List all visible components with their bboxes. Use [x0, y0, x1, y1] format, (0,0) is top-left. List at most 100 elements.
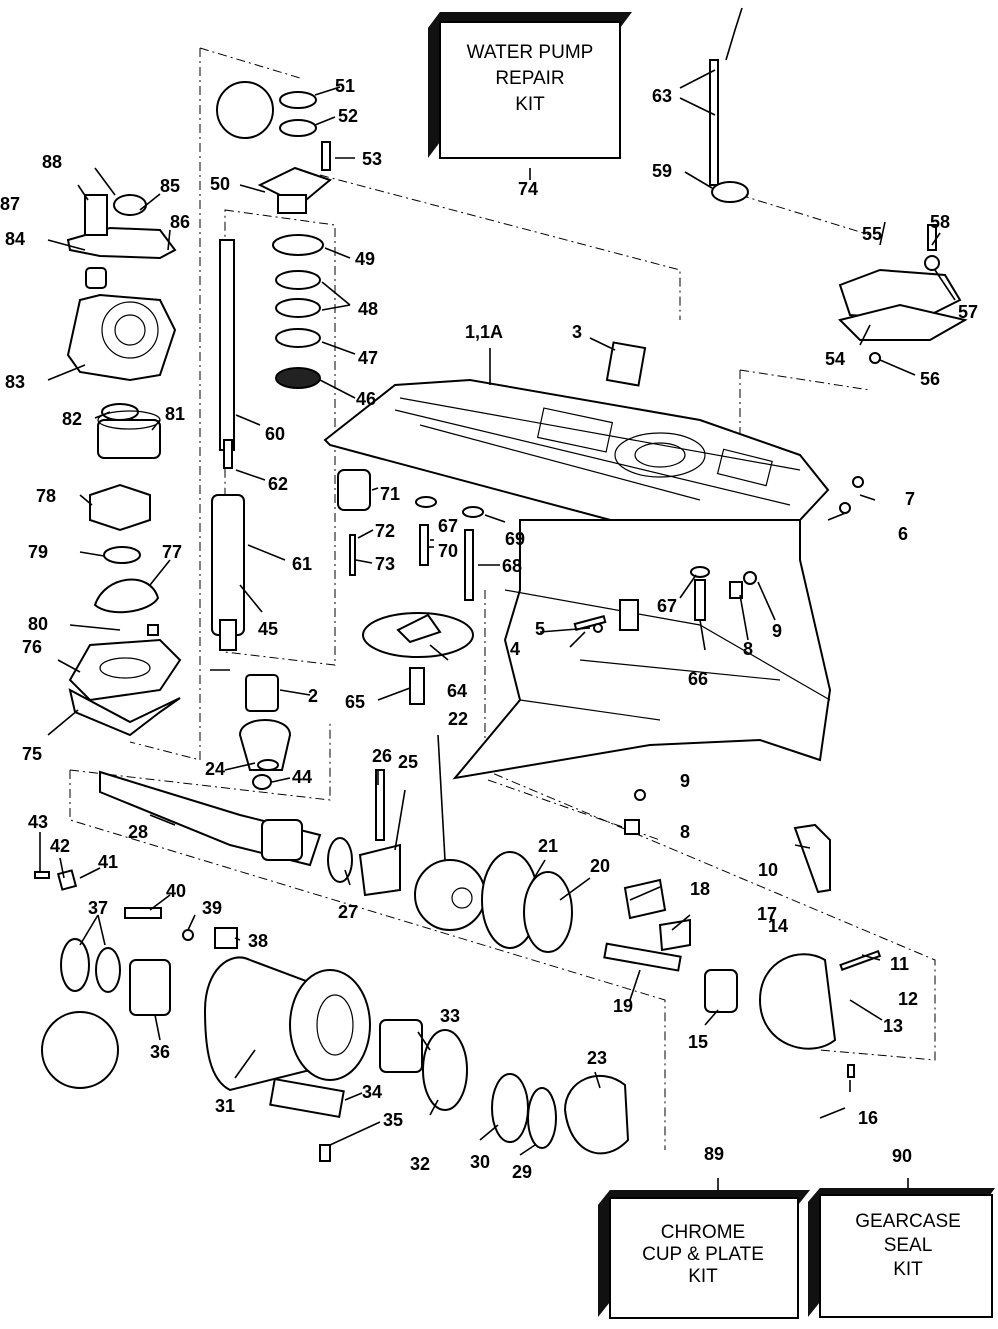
callout-44: 44	[292, 767, 312, 787]
callout-56: 56	[920, 369, 940, 389]
driveshaft-assembly	[211, 81, 333, 790]
callout-42: 42	[50, 836, 70, 856]
callout-20: 20	[590, 856, 610, 876]
callout-87: 87	[0, 194, 20, 214]
callout-36: 36	[150, 1042, 170, 1062]
callout-46: 46	[356, 389, 376, 409]
callout-66: 66	[688, 669, 708, 689]
callout-2: 2	[308, 686, 318, 706]
callout-1-1a: 1,1A	[465, 322, 503, 342]
callout-9-upper: 9	[772, 621, 782, 641]
callout-86: 86	[170, 212, 190, 232]
callout-5: 5	[535, 619, 545, 639]
callout-30: 30	[470, 1152, 490, 1172]
callout-37: 37	[88, 898, 108, 918]
callout-57: 57	[958, 302, 978, 322]
callout-41: 41	[98, 852, 118, 872]
callout-77: 77	[162, 542, 182, 562]
kit-text-line: CUP & PLATE	[642, 1244, 764, 1265]
callout-7: 7	[905, 489, 915, 509]
callout-65: 65	[345, 692, 365, 712]
callout-52: 52	[338, 106, 358, 126]
callout-15: 15	[688, 1032, 708, 1052]
callout-70: 70	[438, 541, 458, 561]
callout-64: 64	[447, 681, 467, 701]
callout-35: 35	[383, 1110, 403, 1130]
callout-88: 88	[42, 152, 62, 172]
callout-81: 81	[165, 404, 185, 424]
callout-3: 3	[572, 322, 582, 342]
callout-68: 68	[502, 556, 522, 576]
callout-63: 63	[652, 86, 672, 106]
kit-text-line: WATER PUMP	[467, 42, 594, 63]
callout-43: 43	[28, 812, 48, 832]
callout-90: 90	[892, 1146, 912, 1166]
callout-21: 21	[538, 836, 558, 856]
callout-34: 34	[362, 1082, 382, 1102]
shift-mechanism	[603, 823, 882, 1078]
callout-79: 79	[28, 542, 48, 562]
callout-67-lower: 67	[657, 596, 677, 616]
fasteners	[337, 7, 968, 835]
callout-18: 18	[690, 879, 710, 899]
kit-text-line: REPAIR	[495, 68, 564, 89]
callout-53: 53	[362, 149, 382, 169]
callout-58: 58	[930, 212, 950, 232]
callout-84: 84	[5, 229, 25, 249]
kit-text-line: CHROME	[661, 1222, 745, 1243]
propshaft-gear-assembly	[34, 769, 630, 1162]
callout-25: 25	[398, 752, 418, 772]
leader-lines	[39, 69, 956, 1190]
callout-83: 83	[5, 372, 25, 392]
callout-50: 50	[210, 174, 230, 194]
callout-6: 6	[898, 524, 908, 544]
callout-9-lower: 9	[680, 771, 690, 791]
callout-67-upper: 67	[438, 516, 458, 536]
callout-80: 80	[28, 614, 48, 634]
gearcase-seal-kit-box: GEARCASE SEAL KIT	[808, 1188, 995, 1318]
callout-45: 45	[258, 619, 278, 639]
callout-51: 51	[335, 76, 355, 96]
kit-text-line: KIT	[893, 1259, 923, 1280]
kit-text-line: KIT	[688, 1266, 718, 1287]
callout-74: 74	[518, 179, 538, 199]
callout-12: 12	[898, 989, 918, 1009]
callout-14: 14	[768, 916, 788, 936]
callout-48: 48	[358, 299, 378, 319]
callout-24: 24	[205, 759, 225, 779]
callout-16: 16	[858, 1108, 878, 1128]
callout-27: 27	[338, 902, 358, 922]
callout-39: 39	[202, 898, 222, 918]
callout-23: 23	[587, 1048, 607, 1068]
kit-text-line: KIT	[515, 94, 545, 115]
callout-55: 55	[862, 224, 882, 244]
callout-29: 29	[512, 1162, 532, 1182]
callout-13: 13	[883, 1016, 903, 1036]
callout-22: 22	[448, 709, 468, 729]
callout-28: 28	[128, 822, 148, 842]
kit-text-line: SEAL	[884, 1235, 933, 1256]
callout-26: 26	[372, 746, 392, 766]
callout-11: 11	[890, 954, 909, 974]
callout-32: 32	[410, 1154, 430, 1174]
callout-89: 89	[704, 1144, 724, 1164]
callout-40: 40	[166, 881, 186, 901]
kit-text-line: GEARCASE	[855, 1211, 961, 1232]
callout-75: 75	[22, 744, 42, 764]
water-pump-kit-box: WATER PUMP REPAIR KIT	[428, 12, 632, 159]
callout-60: 60	[265, 424, 285, 444]
callout-8-lower: 8	[680, 822, 690, 842]
callout-19: 19	[613, 996, 633, 1016]
callout-71: 71	[380, 484, 400, 504]
callout-59: 59	[652, 161, 672, 181]
callout-78: 78	[36, 486, 56, 506]
callout-85: 85	[160, 176, 180, 196]
callout-61: 61	[292, 554, 312, 574]
callout-47: 47	[358, 348, 378, 368]
callout-76: 76	[22, 637, 42, 657]
callout-73: 73	[375, 554, 395, 574]
callout-33: 33	[440, 1006, 460, 1026]
callout-62: 62	[268, 474, 288, 494]
callout-54: 54	[825, 349, 845, 369]
